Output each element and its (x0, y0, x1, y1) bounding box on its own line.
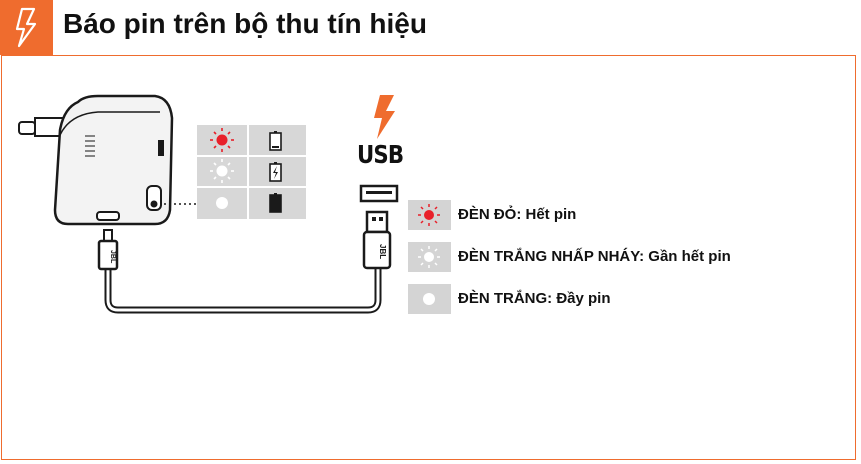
header-lightning-badge (0, 0, 53, 55)
battery-charging-icon (269, 162, 282, 182)
indicator-table (197, 125, 306, 219)
white-blinking-led-icon (210, 159, 234, 183)
content-frame (1, 55, 856, 460)
receiver-body (53, 94, 174, 226)
white-led-icon (216, 197, 228, 209)
micro-usb-connector: JBL (97, 229, 119, 271)
legend-label: ĐÈN TRẮNG: Đầy pin (458, 290, 611, 307)
legend-label: ĐÈN ĐỎ: Hết pin (458, 206, 577, 223)
lightning-icon (15, 7, 37, 48)
white-led-icon (423, 293, 435, 305)
usb-label: USB (357, 140, 404, 169)
cable-brand-text: JBL (109, 250, 116, 264)
legend-label: ĐÈN TRẮNG NHẤP NHÁY: Gần hết pin (458, 248, 731, 265)
lightning-icon (374, 95, 395, 139)
white-blinking-led-icon (418, 246, 440, 268)
legend-swatch (408, 242, 451, 272)
red-led-icon (418, 204, 440, 226)
header: Báo pin trên bộ thu tín hiệu (0, 0, 861, 55)
red-led-icon (210, 128, 234, 152)
cable-brand-text: JBL (378, 244, 387, 259)
battery-full-icon (269, 193, 282, 213)
legend-swatch (408, 200, 451, 230)
page-title: Báo pin trên bộ thu tín hiệu (63, 8, 427, 39)
usb-a-plug: JBL (362, 210, 392, 270)
usb-port-icon (359, 184, 399, 203)
legend-swatch (408, 284, 451, 314)
battery-empty-icon (269, 131, 282, 151)
